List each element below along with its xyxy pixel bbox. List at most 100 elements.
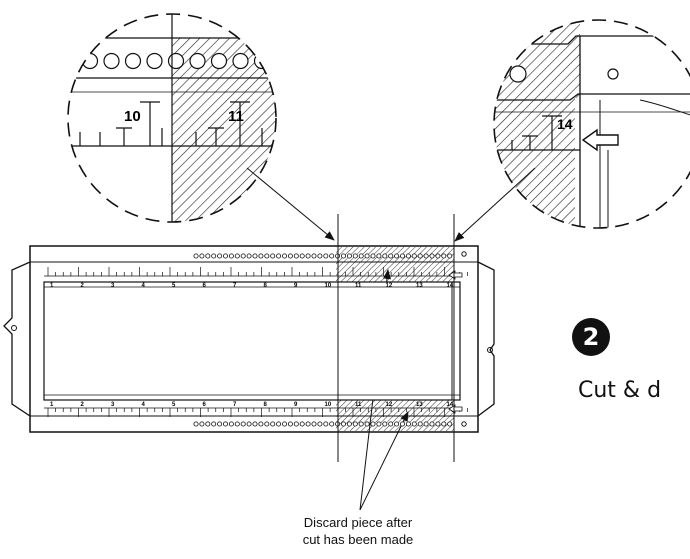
- panel-hole: [346, 253, 352, 259]
- panel-hole: [240, 253, 246, 259]
- panel-hole: [429, 421, 435, 427]
- panel-hole: [252, 421, 258, 427]
- ruler-mark: 9: [294, 283, 298, 289]
- ruler-mark: 6: [203, 283, 207, 289]
- ruler-mark: 6: [203, 402, 207, 408]
- panel-hole: [311, 421, 317, 427]
- ruler-mark: 13: [416, 283, 423, 289]
- panel-hole: [246, 253, 252, 259]
- ruler-mark: 10: [325, 283, 332, 289]
- panel-hole: [228, 253, 234, 259]
- panel-hole: [358, 421, 364, 427]
- panel-hole: [217, 253, 223, 259]
- panel-hole: [376, 421, 382, 427]
- discard-region-top: [336, 247, 454, 283]
- panel-hole: [317, 253, 323, 259]
- panel-hole: [264, 253, 270, 259]
- zoom-right-label-14: 14: [557, 116, 573, 132]
- small-arrow-icon-top: [448, 270, 463, 280]
- panel-hole: [222, 421, 228, 427]
- left-arrow-icon: [581, 128, 619, 152]
- panel-hole: [305, 253, 311, 259]
- panel-hole: [405, 253, 411, 259]
- ruler-mark: 14: [447, 402, 454, 408]
- ruler-mark: 7: [233, 402, 237, 408]
- ruler-ticks-zoom-left: [79, 101, 263, 146]
- panel-hole: [211, 253, 217, 259]
- panel-hole: [429, 253, 435, 259]
- panel-hole: [394, 421, 400, 427]
- panel-hole: [329, 253, 335, 259]
- panel-hole: [447, 421, 453, 427]
- panel-hole: [435, 421, 441, 427]
- panel-hole: [394, 253, 400, 259]
- panel-hole: [270, 421, 276, 427]
- ruler-mark: 5: [172, 283, 176, 289]
- zoom-left-label-10: 10: [124, 108, 141, 125]
- panel-hole: [287, 421, 293, 427]
- panel-hole: [205, 421, 211, 427]
- panel-hole: [399, 421, 405, 427]
- ruler-ticks-zoom-right: [511, 115, 562, 150]
- panel-hole: [246, 421, 252, 427]
- ruler-mark: 10: [325, 402, 332, 408]
- ruler-mark: 4: [142, 402, 146, 408]
- panel-hole: [441, 421, 447, 427]
- ruler-mark: 13: [416, 402, 423, 408]
- ruler-mark: 14: [447, 283, 454, 289]
- panel-hole: [293, 421, 299, 427]
- panel-hole: [240, 421, 246, 427]
- panel-hole: [370, 421, 376, 427]
- panel-hole: [305, 421, 311, 427]
- panel-hole: [228, 421, 234, 427]
- panel-hole: [293, 253, 299, 259]
- panel-hole: [382, 253, 388, 259]
- panel-hole: [276, 253, 282, 259]
- panel-hole: [211, 421, 217, 427]
- panel-hole: [193, 421, 199, 427]
- panel-hole: [276, 421, 282, 427]
- ruler-mark: 1: [50, 402, 54, 408]
- discard-caption: Discard piece after cut has been made: [258, 514, 458, 548]
- panel-hole: [234, 421, 240, 427]
- zoom-left-label-11: 11: [228, 108, 244, 125]
- ruler-mark: 8: [264, 402, 268, 408]
- panel-hole: [358, 253, 364, 259]
- ruler-mark: 2: [81, 283, 85, 289]
- panel-hole: [311, 253, 317, 259]
- panel-hole: [352, 253, 358, 259]
- panel-hole: [376, 253, 382, 259]
- panel-hole: [193, 253, 199, 259]
- ruler-mark: 11: [355, 283, 362, 289]
- panel-hole: [411, 421, 417, 427]
- hole-row-top: [193, 253, 453, 259]
- panel-hole: [258, 253, 264, 259]
- panel-hole: [299, 421, 305, 427]
- ruler-mark: 9: [294, 402, 298, 408]
- ruler-mark: 1: [50, 283, 54, 289]
- zoom-circle-right: 14: [493, 19, 690, 229]
- ruler-mark: 3: [111, 402, 115, 408]
- ruler-mark: 12: [386, 402, 393, 408]
- panel-hole: [423, 253, 429, 259]
- ruler-mark: 8: [264, 283, 268, 289]
- panel-hole: [317, 421, 323, 427]
- small-arrow-icon-bottom: [448, 404, 463, 414]
- panel-hole: [217, 421, 223, 427]
- panel-hole: [270, 253, 276, 259]
- hole-row-bottom: [193, 421, 453, 427]
- panel-hole: [447, 253, 453, 259]
- panel-hole: [364, 253, 370, 259]
- panel-hole: [329, 421, 335, 427]
- panel-hole: [222, 253, 228, 259]
- panel-hole: [423, 421, 429, 427]
- panel-hole: [287, 253, 293, 259]
- panel-hole: [435, 253, 441, 259]
- ruler-mark: 11: [355, 402, 362, 408]
- panel-hole: [199, 421, 205, 427]
- panel-hole: [346, 421, 352, 427]
- ruler-mark: 2: [81, 402, 85, 408]
